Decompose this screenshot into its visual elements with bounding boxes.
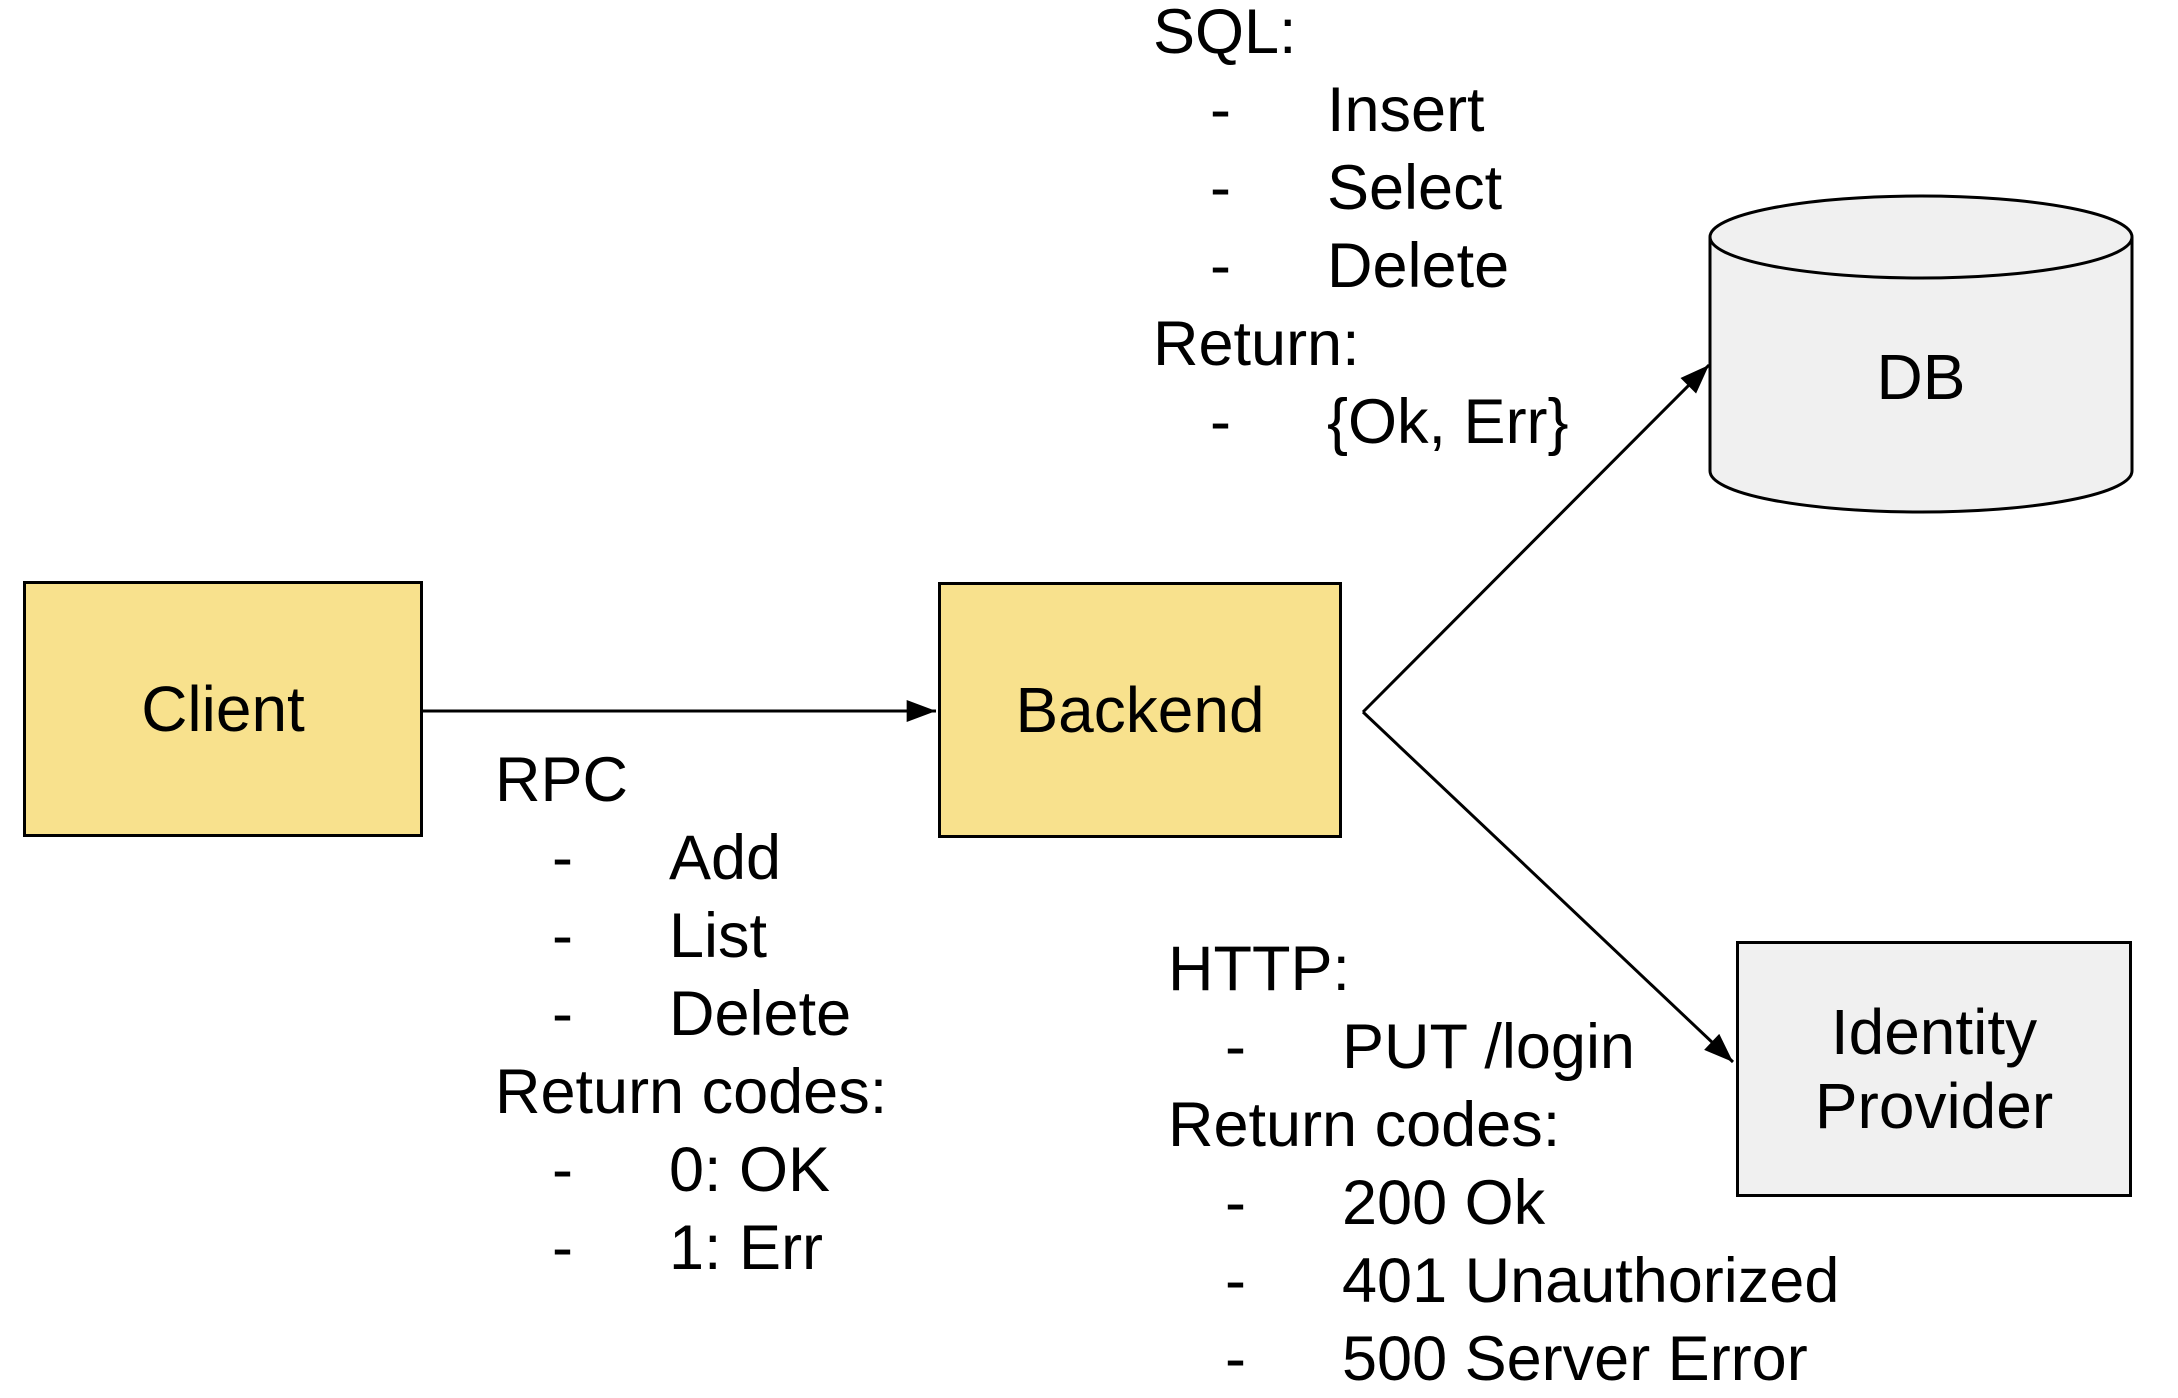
annotation-text: List <box>669 901 768 971</box>
annotation-text: 0: OK <box>669 1135 831 1205</box>
annotation-bullet-item: - 0: OK <box>495 1131 887 1209</box>
node-client: Client <box>23 581 423 837</box>
annotation-header: RPC <box>495 741 887 819</box>
annotation-bullet-item: - Add <box>495 819 887 897</box>
annotation-text: Return: <box>1153 309 1360 379</box>
bullet-dash: - <box>1210 75 1231 145</box>
bullet-dash: - <box>1225 1324 1246 1394</box>
bullet-dash: - <box>1210 231 1231 301</box>
annotation-text: 401 Unauthorized <box>1342 1246 1840 1316</box>
node-client-label: Client <box>141 673 305 745</box>
annotation-bullet-item: - Delete <box>495 975 887 1053</box>
bullet-dash: - <box>1210 387 1231 457</box>
annotation-bullet-item: - Insert <box>1153 71 1569 149</box>
node-backend-label: Backend <box>1015 674 1265 746</box>
annotation-text: Add <box>669 823 782 893</box>
bullet-dash: - <box>1225 1012 1246 1082</box>
annotation-bullet-item: - List <box>495 897 887 975</box>
annotation-text: {Ok, Err} <box>1327 387 1569 457</box>
annotation-bullet-item: - 200 Ok <box>1168 1164 1839 1242</box>
annotation-header: Return: <box>1153 305 1569 383</box>
annotation-text: Return codes: <box>495 1057 888 1127</box>
node-identity-provider-label: Identity Provider <box>1814 996 2054 1142</box>
annotation-bullet-item: - Select <box>1153 149 1569 227</box>
annotation-text: 200 Ok <box>1342 1168 1546 1238</box>
annotation-bullet-item: - {Ok, Err} <box>1153 383 1569 461</box>
annotation-text: 500 Server Error <box>1342 1324 1808 1394</box>
bullet-dash: - <box>552 823 573 893</box>
db-cylinder-shape <box>1708 194 2134 514</box>
annotation-text: HTTP: <box>1168 934 1350 1004</box>
annotation-bullet-item: - Delete <box>1153 227 1569 305</box>
annotation-text: Delete <box>1327 231 1510 301</box>
annotation-text: Return codes: <box>1168 1090 1561 1160</box>
annotation-text: Delete <box>669 979 852 1049</box>
annotation-header: Return codes: <box>495 1053 887 1131</box>
annotation-bullet-item: - 1: Err <box>495 1209 887 1287</box>
annotation-header: SQL: <box>1153 0 1569 71</box>
annotation-text: 1: Err <box>669 1213 824 1283</box>
annotation-bullet-item: - PUT /login <box>1168 1008 1839 1086</box>
annotation-bullet-item: - 401 Unauthorized <box>1168 1242 1839 1320</box>
annotation-text: Select <box>1327 153 1503 223</box>
bullet-dash: - <box>1210 153 1231 223</box>
annotation-header: Return codes: <box>1168 1086 1839 1164</box>
bullet-dash: - <box>552 1135 573 1205</box>
bullet-dash: - <box>1225 1246 1246 1316</box>
annotation-text: Insert <box>1327 75 1485 145</box>
arrow-backend-db <box>1361 363 1711 714</box>
node-identity-provider: Identity Provider <box>1736 941 2132 1197</box>
annotation-text: SQL: <box>1153 0 1297 67</box>
db-label-text: DB <box>1876 341 1966 413</box>
annotation-bullet-item: - 500 Server Error <box>1168 1320 1839 1398</box>
node-backend: Backend <box>938 582 1342 838</box>
bullet-dash: - <box>552 901 573 971</box>
annotation-text: PUT /login <box>1342 1012 1635 1082</box>
bullet-dash: - <box>552 979 573 1049</box>
arrow-backend-identity-provider <box>1361 710 1735 1064</box>
bullet-dash: - <box>1225 1168 1246 1238</box>
annotation-header: HTTP: <box>1168 930 1839 1008</box>
bullet-dash: - <box>552 1213 573 1283</box>
annotation-text: RPC <box>495 745 629 815</box>
node-db-label: DB <box>1710 287 2132 467</box>
